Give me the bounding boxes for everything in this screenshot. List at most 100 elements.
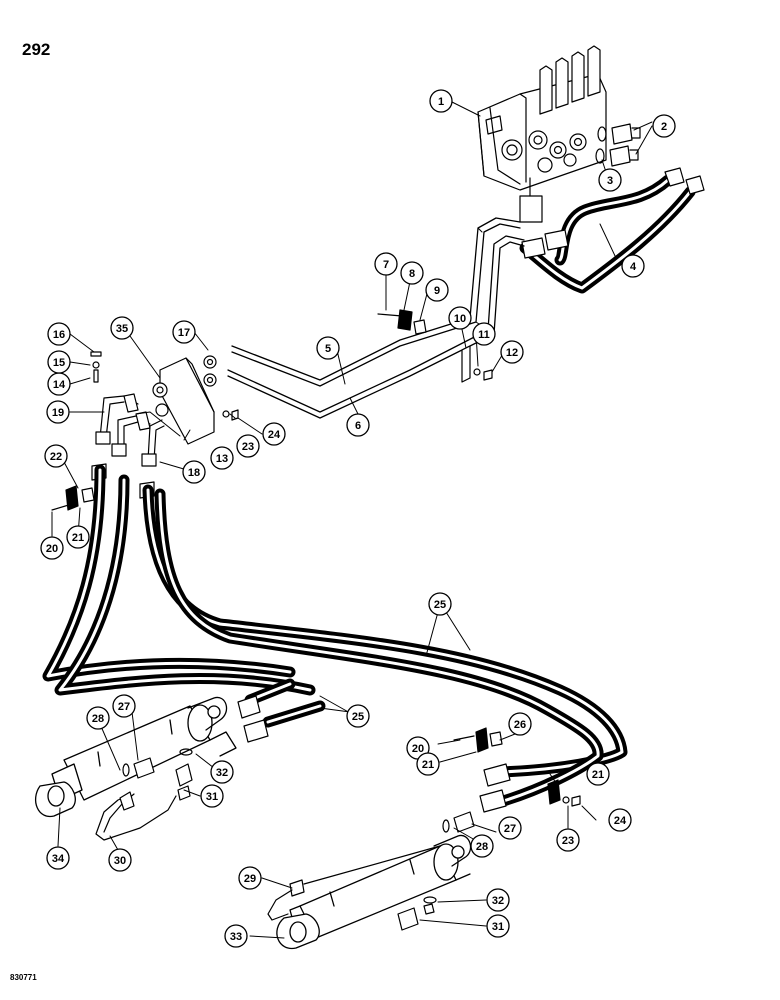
callout-circle bbox=[346, 413, 370, 437]
callout-circle bbox=[40, 536, 64, 560]
callout-label: 1 bbox=[438, 96, 444, 108]
callout-circle bbox=[66, 525, 90, 549]
callout-c23a: 23 bbox=[236, 434, 260, 458]
callout-circle bbox=[425, 278, 449, 302]
callout-circle bbox=[472, 322, 496, 346]
callout-circle bbox=[486, 914, 510, 938]
callout-c28b: 28 bbox=[470, 834, 494, 858]
callout-circle bbox=[598, 168, 622, 192]
long-hoses-25 bbox=[42, 464, 628, 808]
callout-label: 31 bbox=[492, 921, 504, 933]
callout-label: 4 bbox=[630, 261, 637, 273]
leader-lines bbox=[51, 101, 653, 939]
callout-circle bbox=[210, 446, 234, 470]
upper-cylinder-fittings bbox=[95, 748, 193, 841]
callout-c34: 34 bbox=[46, 846, 70, 870]
callout-label: 10 bbox=[454, 313, 466, 325]
callout-label: 31 bbox=[206, 791, 218, 803]
callout-circle bbox=[428, 592, 452, 616]
callout-c31a: 31 bbox=[200, 784, 224, 808]
hose-4-pair bbox=[519, 167, 705, 294]
callout-label: 18 bbox=[188, 467, 200, 479]
callout-c9: 9 bbox=[425, 278, 449, 302]
callout-circle bbox=[448, 306, 472, 330]
callout-circle bbox=[500, 340, 524, 364]
callout-c21a: 21 bbox=[66, 525, 90, 549]
callout-circle bbox=[200, 784, 224, 808]
callout-label: 33 bbox=[230, 931, 242, 943]
callout-circle bbox=[556, 828, 580, 852]
callout-c15: 15 bbox=[47, 350, 71, 374]
callout-label: 11 bbox=[478, 329, 490, 341]
callout-label: 30 bbox=[114, 855, 126, 867]
callout-circle bbox=[316, 336, 340, 360]
callout-label: 20 bbox=[412, 743, 424, 755]
callout-c28a: 28 bbox=[86, 706, 110, 730]
callout-label: 9 bbox=[434, 285, 440, 297]
callout-label: 25 bbox=[352, 711, 364, 723]
callout-c32b: 32 bbox=[486, 888, 510, 912]
callout-c1: 1 bbox=[429, 89, 453, 113]
callout-c8: 8 bbox=[400, 261, 424, 285]
tubes-5-6 bbox=[227, 217, 525, 419]
callout-c30: 30 bbox=[108, 848, 132, 872]
valve-fittings bbox=[595, 123, 641, 167]
lower-cylinder-fittings bbox=[267, 811, 475, 931]
callout-label: 27 bbox=[118, 701, 130, 713]
callout-circle bbox=[238, 866, 262, 890]
callout-c31b: 31 bbox=[486, 914, 510, 938]
callout-circle bbox=[224, 924, 248, 948]
callout-c35: 35 bbox=[110, 316, 134, 340]
callout-circle bbox=[498, 816, 522, 840]
callout-label: 27 bbox=[504, 823, 516, 835]
callout-c21b: 21 bbox=[416, 752, 440, 776]
callout-c13: 13 bbox=[210, 446, 234, 470]
callout-circle bbox=[416, 752, 440, 776]
callout-circle bbox=[46, 846, 70, 870]
callout-c25a: 25 bbox=[428, 592, 452, 616]
callout-label: 28 bbox=[476, 841, 488, 853]
mounting-bracket-13 bbox=[152, 355, 239, 445]
callout-circle bbox=[608, 808, 632, 832]
callout-c20a: 20 bbox=[40, 536, 64, 560]
callout-label: 6 bbox=[355, 420, 361, 432]
callout-c27b: 27 bbox=[498, 816, 522, 840]
callout-label: 26 bbox=[514, 719, 526, 731]
callout-circle bbox=[47, 322, 71, 346]
callout-label: 21 bbox=[72, 532, 84, 544]
callout-circle bbox=[110, 316, 134, 340]
callout-label: 34 bbox=[52, 853, 65, 865]
callout-circle bbox=[346, 704, 370, 728]
callout-c19: 19 bbox=[46, 400, 70, 424]
callout-label: 12 bbox=[506, 347, 518, 359]
callout-c11: 11 bbox=[472, 322, 496, 346]
callout-label: 20 bbox=[46, 543, 58, 555]
callout-c32a: 32 bbox=[210, 760, 234, 784]
callout-label: 5 bbox=[325, 343, 331, 355]
page-number: 292 bbox=[22, 40, 51, 59]
callout-c27a: 27 bbox=[112, 694, 136, 718]
callout-c7: 7 bbox=[374, 252, 398, 276]
callout-c24b: 24 bbox=[608, 808, 632, 832]
callout-label: 15 bbox=[53, 357, 65, 369]
callout-circle bbox=[586, 762, 610, 786]
callout-label: 22 bbox=[50, 451, 62, 463]
callout-label: 23 bbox=[242, 441, 254, 453]
bracket-10 bbox=[461, 345, 493, 383]
callout-circle bbox=[236, 434, 260, 458]
clamp-assembly-left bbox=[51, 485, 95, 511]
callout-c18: 18 bbox=[182, 460, 206, 484]
callout-circle bbox=[44, 444, 68, 468]
callout-label: 17 bbox=[178, 327, 190, 339]
callout-c12: 12 bbox=[500, 340, 524, 364]
callout-label: 2 bbox=[661, 121, 667, 133]
callout-circle bbox=[86, 706, 110, 730]
callout-label: 24 bbox=[614, 815, 627, 827]
callout-c33: 33 bbox=[224, 924, 248, 948]
callout-label: 21 bbox=[422, 759, 434, 771]
callout-label: 25 bbox=[434, 599, 446, 611]
callout-c22: 22 bbox=[44, 444, 68, 468]
callout-circle bbox=[47, 350, 71, 374]
callout-c24a: 24 bbox=[262, 422, 286, 446]
